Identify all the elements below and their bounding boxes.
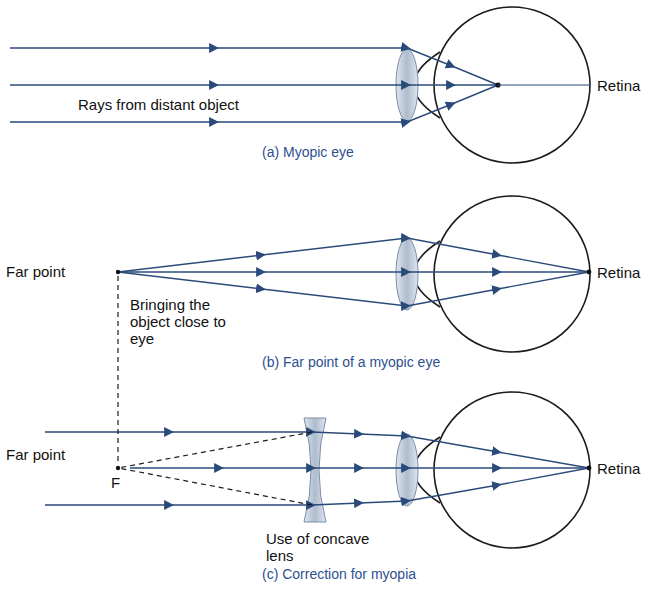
panel-caption: (c) Correction for myopia xyxy=(262,566,416,583)
panel-caption: (a) Myopic eye xyxy=(262,144,354,161)
focus-point xyxy=(587,270,592,275)
light-ray xyxy=(118,238,589,272)
light-ray xyxy=(10,84,498,85)
note-label: Use of concave lens xyxy=(266,530,376,564)
far-point-dot xyxy=(116,270,120,274)
light-ray xyxy=(10,48,498,85)
eye-lens xyxy=(396,434,418,506)
light-ray xyxy=(118,271,589,272)
part-label: Far point xyxy=(6,263,65,280)
light-ray xyxy=(130,467,589,468)
part-label: Far point xyxy=(6,446,65,463)
light-ray xyxy=(10,85,498,122)
optic-axis xyxy=(498,84,589,85)
far-point-guide xyxy=(117,276,118,462)
concave-lens xyxy=(304,418,326,522)
focus-point xyxy=(587,466,592,471)
part-label: Retina xyxy=(597,77,640,94)
point-label: F xyxy=(111,474,120,491)
eyeball xyxy=(434,196,590,352)
part-label: Retina xyxy=(597,264,640,281)
panel-caption: (b) Far point of a myopic eye xyxy=(262,354,440,371)
part-label: Retina xyxy=(597,460,640,477)
light-ray xyxy=(45,468,589,505)
light-ray xyxy=(45,432,589,468)
virtual-ray xyxy=(118,468,312,505)
eye-lens xyxy=(396,238,418,310)
eyeball xyxy=(434,392,590,548)
note-label: Rays from distant object xyxy=(78,96,239,113)
note-label: Bringing the object close to eye xyxy=(130,296,248,347)
virtual-ray xyxy=(118,432,312,468)
far-point-dot xyxy=(116,466,120,470)
